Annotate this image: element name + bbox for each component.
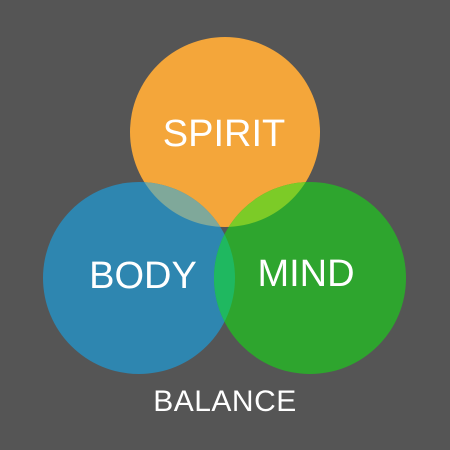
spirit-label: SPIRIT [163, 113, 285, 155]
spirit-circle [130, 37, 320, 227]
body-circle [43, 182, 235, 374]
mind-label: MIND [257, 253, 354, 295]
balance-caption: BALANCE [153, 385, 297, 418]
mind-circle [214, 182, 406, 374]
body-label: BODY [89, 255, 197, 297]
